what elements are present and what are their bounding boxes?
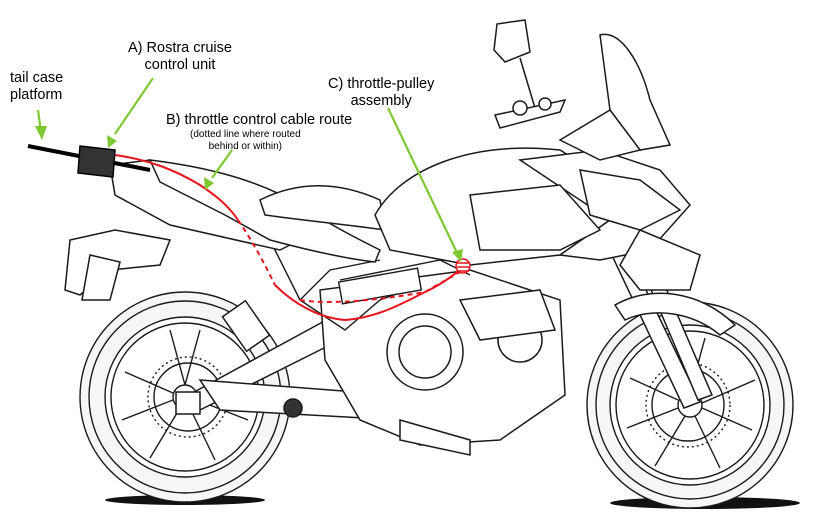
cable-dotted-2 xyxy=(299,271,461,303)
cable-dotted-1 xyxy=(237,219,276,286)
pulley-pointer xyxy=(387,107,459,256)
tail-case-label-line1: tail case xyxy=(10,70,64,86)
cruise-unit-arrowhead xyxy=(107,135,117,148)
tail-case-arrowhead xyxy=(35,126,47,140)
handlebar xyxy=(493,19,567,129)
pointer-arrows xyxy=(35,77,463,262)
cruise-unit-pointer xyxy=(114,77,154,135)
exhaust xyxy=(198,379,401,421)
tail-case-label: tail case platform xyxy=(10,70,63,103)
pulley-arrowhead xyxy=(452,249,463,262)
cruise-unit-label-line2: control unit xyxy=(144,56,216,73)
pulley-label: C) throttle-pulley assembly xyxy=(328,76,434,109)
pulley-label-line2: assembly xyxy=(350,92,412,109)
cruise-unit-label: A) Rostra cruise control unit xyxy=(128,40,232,73)
engine xyxy=(319,269,566,456)
rear-wheel xyxy=(79,291,291,503)
cable-route-arrowhead xyxy=(204,177,214,190)
frame xyxy=(269,239,471,331)
cable-solid-upper xyxy=(114,154,239,221)
pulley-label-line1: C) throttle-pulley xyxy=(328,76,435,92)
tank-fairing xyxy=(374,147,701,291)
cruise-control-unit xyxy=(77,145,116,178)
throttle-pulley xyxy=(455,258,471,274)
windscreen xyxy=(558,33,672,161)
cable-solid-lower xyxy=(274,284,426,322)
cable-route-note-line1: (dotted line where routed xyxy=(190,129,301,140)
tail-case-label-line2: platform xyxy=(10,86,63,103)
front-fender xyxy=(613,292,737,336)
cable-route-note: (dotted line where routed behind or with… xyxy=(190,129,301,152)
cable-route-note-line2: behind or within) xyxy=(208,140,282,152)
cable-route-label: B) throttle control cable route xyxy=(166,112,353,128)
cable-route-pointer xyxy=(211,149,233,179)
cruise-unit-label-line1: A) Rostra cruise xyxy=(128,40,232,56)
